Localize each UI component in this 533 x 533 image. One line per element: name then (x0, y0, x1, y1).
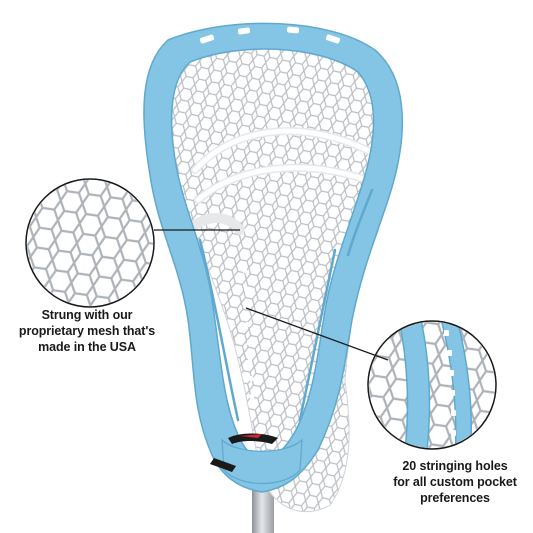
mesh-closeup-icon (25, 178, 155, 308)
sidewall-struts (198, 188, 374, 422)
mesh-callout-text: Strung with our proprietary mesh that's … (12, 307, 162, 355)
head-frame (143, 22, 404, 493)
holes-callout-line-2: for all custom pocket (393, 475, 517, 489)
mesh-callout-line-3: made in the USA (38, 340, 136, 354)
brand-logo-icon (210, 433, 278, 472)
mesh-callout-line-1: Strung with our (41, 308, 133, 322)
holes-callout-text: 20 stringing holes for all custom pocket… (380, 458, 530, 506)
holes-callout-line-3: preferences (420, 491, 490, 505)
holes-callout-line-1: 20 stringing holes (402, 459, 508, 473)
mesh-callout-line-2: proprietary mesh that's (18, 324, 156, 338)
throat (221, 438, 303, 485)
sidewall-closeup-icon (367, 320, 497, 450)
handle-shaft (252, 480, 274, 533)
scoop-holes (199, 26, 341, 44)
holes-callout-line (245, 307, 389, 361)
stringing-holes (242, 250, 255, 417)
shooting-strings (190, 127, 422, 235)
